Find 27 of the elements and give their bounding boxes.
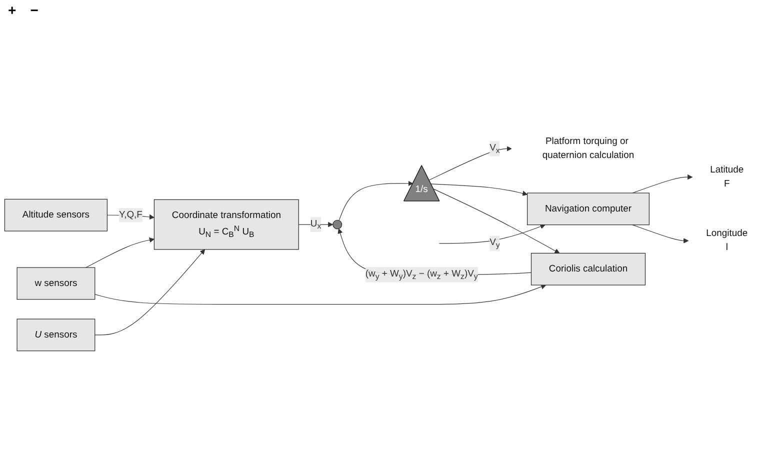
arrow (632, 174, 693, 194)
node-box: w sensors (16, 267, 96, 300)
node-box: Coordinate transformation U$_{N}$ = C$_{B}$$^{N}$ U$_{B}$ (154, 200, 299, 250)
edge-label: U$_{x}$ (310, 218, 322, 231)
arrow (86, 238, 154, 268)
edge-label: V$_{y}$ (490, 238, 500, 250)
sign-label: − (30, 2, 38, 18)
arrow (428, 146, 512, 181)
node-box: Altitude sensors (4, 199, 108, 232)
node-box: Navigation computer (527, 192, 650, 226)
arrow (632, 224, 689, 244)
edge-label: V$_{x}$ (490, 142, 500, 155)
arrow (338, 181, 414, 221)
arrow (433, 188, 560, 254)
arrow (438, 224, 546, 244)
edge-label: (w$_{y}$ + W$_{y}$)V$_{z}$ − (w$_{z}$ + W$_{z}$)V$_{y}$ (365, 268, 478, 281)
sign-label: + (8, 2, 16, 18)
node-text: Longitude l (706, 228, 748, 253)
arrow (94, 249, 206, 336)
edge-label: Y,Q,F (118, 210, 142, 220)
node-circle (332, 220, 342, 230)
node-text: Platform torquing or quaternion calculation (542, 136, 634, 161)
arrow (430, 184, 528, 196)
node-text: Latitude F (710, 164, 744, 190)
node-box: U sensors (16, 318, 96, 352)
node-box: Coriolis calculation (530, 253, 646, 286)
arrow (94, 284, 546, 305)
